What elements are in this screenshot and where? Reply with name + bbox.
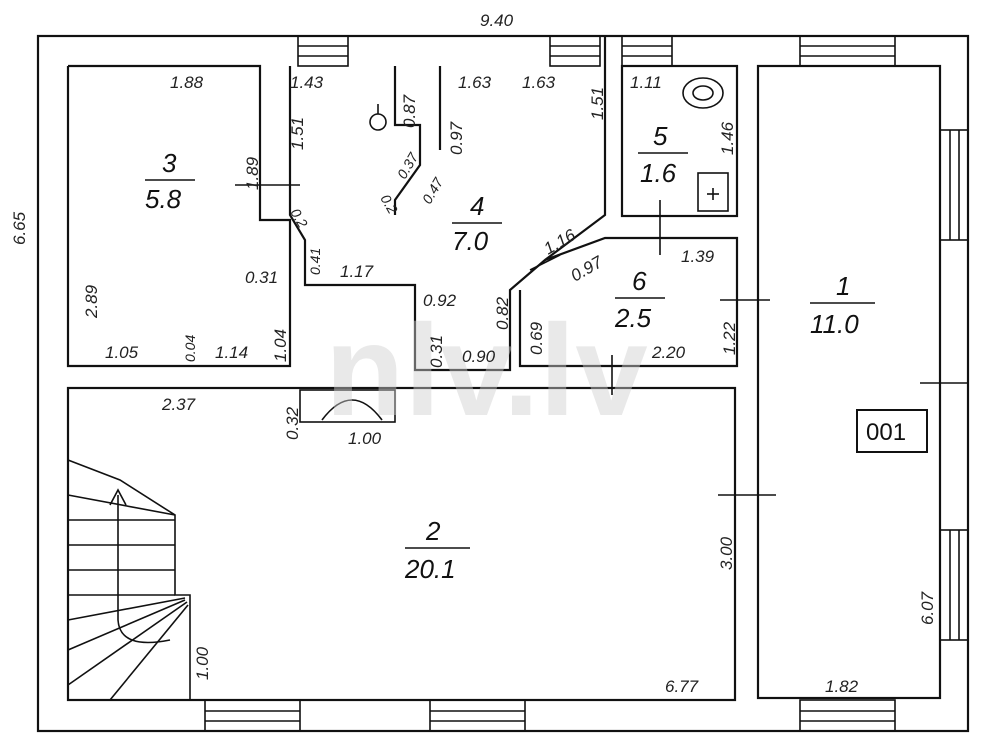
svg-text:1.51: 1.51 (588, 87, 607, 120)
svg-text:0.69: 0.69 (527, 321, 546, 355)
svg-text:4: 4 (470, 191, 484, 221)
svg-text:0.92: 0.92 (423, 291, 457, 310)
stove-icon (321, 399, 383, 421)
svg-text:0.87: 0.87 (400, 94, 419, 128)
windows (204, 35, 969, 732)
room-5-label: 5 1.6 (638, 121, 688, 188)
svg-text:20.1: 20.1 (404, 554, 456, 584)
svg-text:1.00: 1.00 (348, 429, 382, 448)
svg-text:1.43: 1.43 (290, 73, 324, 92)
svg-text:11.0: 11.0 (810, 309, 859, 339)
svg-text:2.37: 2.37 (161, 395, 196, 414)
svg-text:1.22: 1.22 (720, 321, 739, 355)
room-3-label: 3 5.8 (145, 148, 195, 214)
svg-text:1.05: 1.05 (105, 343, 139, 362)
room-1-label: 1 11.0 (810, 271, 875, 339)
fixtures (299, 77, 729, 423)
room-5-outline (620, 64, 739, 218)
svg-text:2.5: 2.5 (614, 303, 652, 333)
svg-text:2.89: 2.89 (82, 284, 101, 319)
svg-text:0.41: 0.41 (307, 248, 323, 275)
svg-text:0.97: 0.97 (568, 252, 607, 285)
svg-text:6.77: 6.77 (665, 677, 699, 696)
svg-text:1.88: 1.88 (170, 73, 204, 92)
svg-text:3.00: 3.00 (717, 536, 736, 570)
svg-text:5.8: 5.8 (145, 184, 182, 214)
room-6-outline (518, 236, 739, 368)
room-6-dimensions: 0.69 1.22 2.20 (527, 321, 739, 362)
room-3-dimensions: 1.88 1.89 2.89 1.05 0.04 1.14 1.04 0.31 … (82, 73, 311, 362)
unit-badge: 001 (856, 409, 928, 453)
svg-text:1: 1 (836, 271, 850, 301)
svg-text:0.47: 0.47 (419, 174, 447, 207)
toilet-icon (682, 77, 724, 109)
svg-text:6: 6 (632, 266, 647, 296)
svg-text:2: 2 (425, 516, 441, 546)
svg-text:5: 5 (653, 121, 668, 151)
svg-text:6.07: 6.07 (918, 591, 937, 625)
svg-text:0.31: 0.31 (245, 268, 278, 287)
svg-text:1.11: 1.11 (630, 73, 662, 92)
svg-text:2.20: 2.20 (651, 343, 686, 362)
svg-text:1.89: 1.89 (243, 156, 262, 190)
svg-text:7.0: 7.0 (452, 226, 489, 256)
room-4-outline (288, 36, 607, 372)
svg-text:0.97: 0.97 (447, 121, 466, 155)
svg-text:0.31: 0.31 (427, 335, 446, 368)
lamp-icon (369, 113, 387, 131)
room-4-label: 4 7.0 (452, 191, 502, 256)
room-2-dimensions: 2.37 0.32 1.00 3.00 1.00 6.77 (161, 395, 736, 696)
svg-text:1.63: 1.63 (522, 73, 556, 92)
door-marks (235, 184, 968, 496)
svg-text:0.90: 0.90 (462, 347, 496, 366)
room-5-dimensions: 1.11 1.46 1.39 (630, 73, 737, 266)
svg-text:1.00: 1.00 (193, 646, 212, 680)
svg-text:1.46: 1.46 (718, 121, 737, 155)
svg-text:0.37: 0.37 (394, 149, 422, 182)
room-1-outline (756, 64, 942, 700)
staircase (67, 459, 191, 701)
sink-icon (697, 172, 729, 212)
room-2-outline (66, 386, 737, 702)
svg-text:1.17: 1.17 (340, 262, 374, 281)
svg-text:1.6: 1.6 (640, 158, 677, 188)
svg-text:0.04: 0.04 (182, 335, 198, 362)
room-3-outline (66, 64, 292, 368)
svg-text:1.51: 1.51 (288, 117, 307, 150)
room-2-label: 2 20.1 (404, 516, 470, 584)
outer-height-label: 6.65 (10, 211, 29, 245)
svg-text:1.04: 1.04 (271, 329, 290, 362)
room-4-partition (393, 66, 422, 215)
svg-text:1.63: 1.63 (458, 73, 492, 92)
watermark: nlv.lv (325, 297, 648, 443)
room-6-label: 6 2.5 (614, 266, 665, 333)
svg-text:1.39: 1.39 (681, 247, 715, 266)
svg-text:0.32: 0.32 (283, 406, 302, 440)
svg-text:1.82: 1.82 (825, 677, 859, 696)
room-1-dimensions: 6.07 1.82 (825, 591, 937, 696)
outer-width-label: 9.40 (480, 11, 514, 30)
svg-text:1.14: 1.14 (215, 343, 248, 362)
svg-text:001: 001 (866, 419, 906, 446)
svg-text:0.82: 0.82 (493, 296, 512, 330)
svg-text:3: 3 (162, 148, 177, 178)
